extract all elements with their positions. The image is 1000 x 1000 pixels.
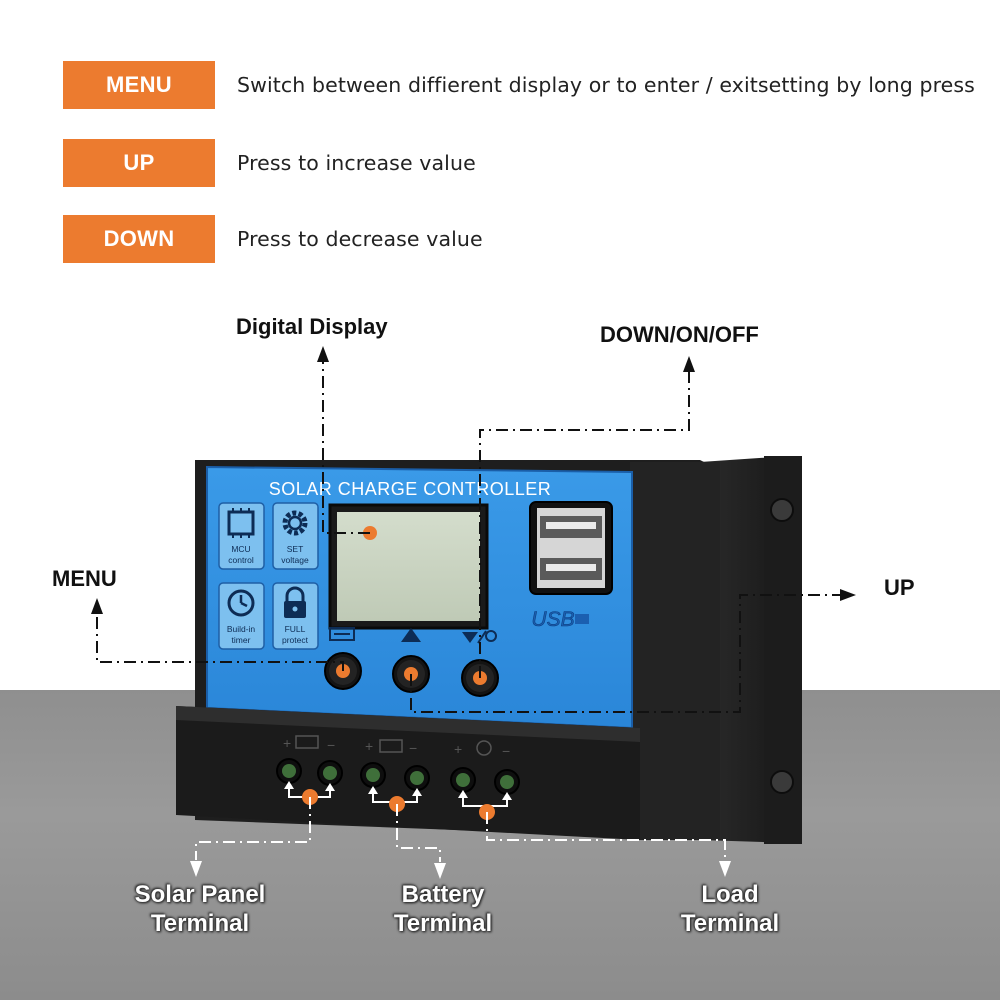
feature-set-line2: voltage [281, 555, 309, 565]
solar-panel-label-line1: Solar Panel [134, 881, 266, 908]
feature-full-protect: FULL protect [272, 582, 319, 650]
lcd-display [328, 503, 489, 630]
lock-icon [284, 586, 306, 618]
digital-display-label: Digital Display [236, 314, 388, 339]
legend-row-menu: MENU Switch between diffierent display o… [63, 61, 975, 109]
device-title: SOLAR CHARGE CONTROLLER [269, 479, 552, 499]
feature-set-line1: SET [287, 544, 304, 554]
feature-full-line1: FULL [285, 624, 306, 634]
up-description: Press to increase value [237, 151, 476, 175]
feature-set-voltage: SET voltage [272, 502, 319, 570]
terminal-arrowheads [284, 781, 512, 800]
down-on-off-label: DOWN/ON/OFF [600, 322, 759, 347]
solar-panel-label-line2: Terminal [150, 910, 250, 937]
gear-icon [282, 510, 308, 536]
feature-full-line2: protect [282, 635, 309, 645]
usb-label: USB [531, 608, 574, 631]
svg-text:−: − [502, 743, 510, 759]
battery-label-line2: Terminal [393, 910, 493, 937]
mcu-chip-icon [227, 508, 255, 538]
legend-row-down: DOWN Press to decrease value [63, 215, 483, 263]
clock-icon [227, 589, 255, 617]
down-indicator-icon [462, 630, 497, 644]
down-description: Press to decrease value [237, 227, 483, 251]
load-label-line1: Load [701, 881, 759, 908]
up-badge: UP [63, 139, 215, 187]
battery-terminal-label: Battery Terminal [363, 880, 523, 938]
legend-row-up: UP Press to increase value [63, 139, 476, 187]
feature-mcu-line1: MCU [231, 544, 250, 554]
solar-panel-terminal-label: Solar Panel Terminal [120, 880, 280, 938]
leader-lines [96, 360, 840, 862]
battery-label-line1: Battery [401, 881, 485, 908]
svg-text:+: + [365, 738, 373, 754]
svg-text:−: − [327, 737, 335, 753]
leader-arrowheads [91, 346, 856, 879]
menu-callout-label: MENU [52, 566, 117, 591]
bulb-symbol-icon [476, 740, 492, 756]
menu-description: Switch between diffierent display or to … [237, 73, 975, 97]
down-badge: DOWN [63, 215, 215, 263]
feature-timer-line1: Build-in [227, 624, 256, 634]
feature-timer-line2: timer [232, 635, 251, 645]
usb-ports: USB [529, 501, 613, 631]
usb-plug-icon [575, 614, 589, 624]
load-label-line2: Terminal [680, 910, 780, 937]
svg-text:+: + [283, 735, 291, 751]
svg-text:−: − [409, 740, 417, 756]
mounting-bracket [700, 456, 802, 844]
up-indicator-icon [401, 628, 421, 642]
up-callout-label: UP [884, 575, 915, 600]
battery-symbol-icon [379, 739, 403, 753]
feature-timer: Build-in timer [218, 582, 265, 650]
solar-panel-symbol-icon [295, 735, 319, 749]
feature-mcu: MCU control [218, 502, 265, 570]
load-terminal-label: Load Terminal [650, 880, 810, 938]
menu-badge: MENU [63, 61, 215, 109]
svg-text:+: + [454, 741, 462, 757]
menu-indicator-icon [329, 627, 355, 641]
battery-terminal-screws[interactable] [360, 762, 430, 791]
feature-mcu-line2: control [228, 555, 254, 565]
